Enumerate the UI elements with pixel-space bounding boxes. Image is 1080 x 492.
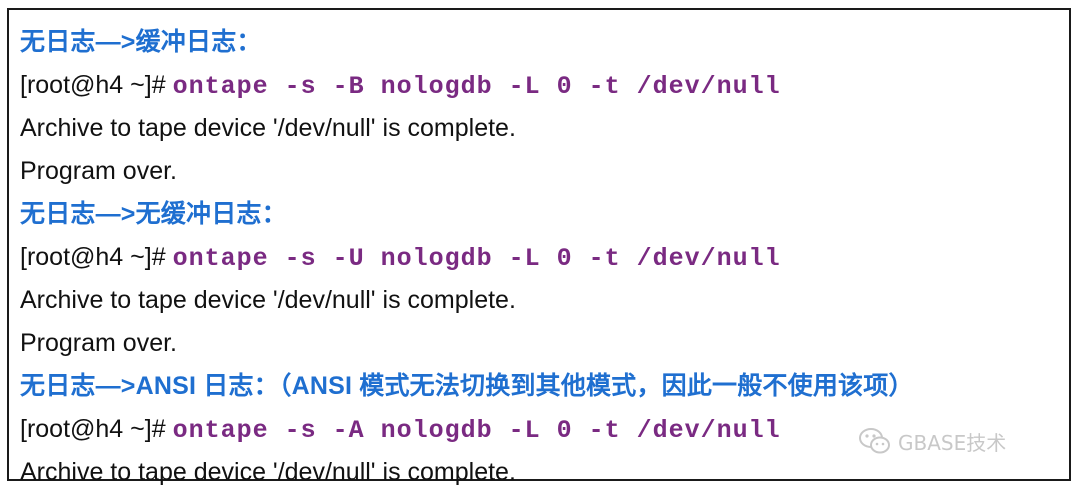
wechat-icon [859,428,890,454]
command-line: [root@h4 ~]# ontape -s -A nologdb -L 0 -… [20,409,781,449]
command-text: ontape -s -A nologdb -L 0 -t /dev/null [172,416,781,445]
command-text: ontape -s -U nologdb -L 0 -t /dev/null [172,244,781,273]
watermark: GBASE技术 [858,423,1006,459]
command-line: [root@h4 ~]# ontape -s -B nologdb -L 0 -… [20,65,781,105]
shell-prompt: [root@h4 ~]# [20,243,166,271]
output-text: Program over. [20,157,178,185]
watermark-text: GBASE技术 [898,430,1007,455]
output-text: Archive to tape device '/dev/null' is co… [20,458,516,486]
command-line: [root@h4 ~]# ontape -s -U nologdb -L 0 -… [20,237,781,277]
output-text: Archive to tape device '/dev/null' is co… [20,114,516,142]
section-heading-ansi: 无日志—>ANSI 日志：（ANSI 模式无法切换到其他模式，因此一般不使用该项… [20,372,914,400]
section-heading-unbuffered: 无日志—>无缓冲日志： [20,200,287,228]
shell-prompt: [root@h4 ~]# [20,415,166,443]
section-heading-buffered: 无日志—>缓冲日志： [20,28,262,56]
output-text: Archive to tape device '/dev/null' is co… [20,286,516,314]
document-frame: 无日志—>缓冲日志： [root@h4 ~]# ontape -s -B nol… [7,8,1071,486]
command-text: ontape -s -B nologdb -L 0 -t /dev/null [172,72,781,101]
shell-prompt: [root@h4 ~]# [20,71,166,99]
output-text: Program over. [20,329,178,357]
